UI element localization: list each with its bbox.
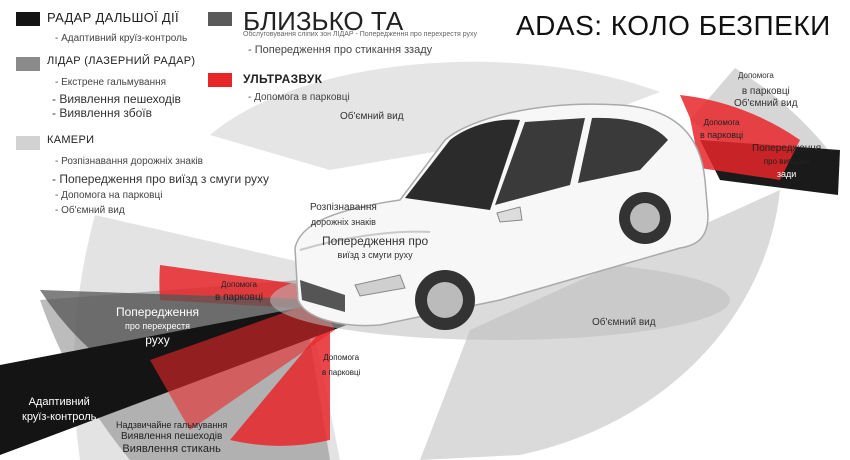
zone-label-bottom: Надзвичайне гальмування Виявлення пешехо… [116,420,228,455]
legend-item: - Допомога на парковці [55,190,163,201]
car-hood-line [299,230,431,251]
zone-label-side-surround: Об'ємний вид [592,317,656,328]
zone-label-lane-warning: Попередження про виїзд з смуги руху [322,234,429,260]
car-headlight [354,274,406,297]
zone-label-rear-park2: Допомога в парковці [700,118,744,140]
legend-swatch-close-range [208,12,232,26]
legend-item: - Розпізнавання дорожніх знаків [55,156,203,167]
legend-heading-close-range: БЛИЗЬКО ТА [243,6,404,36]
car-windshield [405,119,520,210]
car-mirror [496,206,523,223]
car [294,103,709,330]
zone-label-acc: Адаптивний круїз-контроль [22,396,97,423]
legend-item: - Виявлення збоїв [52,106,153,120]
legend-item: - Допомога в парковці [248,92,350,103]
zone-label-front-park: Допомога в парковці [215,280,263,303]
legend-swatch-radar [16,12,40,26]
legend-heading-lidar: ЛІДАР (ЛАЗЕРНИЙ РАДАР) [47,55,196,67]
legend-swatch-ultrasound [208,73,232,87]
legend-swatch-lidar [16,57,40,71]
car-side-window-front [495,118,585,205]
legend-item: - Адаптивний круїз-контроль [55,33,188,44]
surround-view-zone-top [210,61,660,170]
legend-item: - Виявлення пешеходів [52,92,181,106]
legend-heading-radar: РАДАР ДАЛЬШОЇ ДІЇ [47,10,179,25]
legend-swatch-camera [16,136,40,150]
zone-label-rear-surround: в парковці Об'ємний вид [734,86,798,109]
zone-label-sign-recognition: Розпізнавання дорожніх знаків [310,202,377,227]
page-title: ADAS: КОЛО БЕЗПЕКИ [516,10,831,41]
front-ultrasound-zone-lower [230,320,330,446]
zone-label-rear-park: Допомога [738,71,774,80]
legend-item: - Попередження про стикання ззаду [248,44,433,56]
zone-label-surround-top: Об'ємний вид [340,111,404,122]
legend-item: Обслуговування сліпих зон ЛІДАР - Попере… [243,31,478,38]
radar-red-overlay [150,300,335,430]
car-side-window-rear [578,117,668,183]
legend-heading-camera: КАМЕРИ [47,134,95,146]
zone-label-front-park2: Допомога в парковці [322,353,361,377]
legend-item: - Об'ємний вид [55,205,125,216]
zone-label-cross-traffic: Попередження про перехрестя руху [116,305,200,347]
zone-label-rear-warning: Попередження про випадки зади [752,143,822,179]
legend-item: - Екстрене гальмування [55,77,167,88]
car-grille [300,280,345,312]
legend-item: - Попередження про виїзд з смуги руху [52,172,270,186]
rear-ultrasound-zone [680,95,800,180]
legend-heading-ultrasound: УЛЬТРАЗВУК [243,72,323,86]
